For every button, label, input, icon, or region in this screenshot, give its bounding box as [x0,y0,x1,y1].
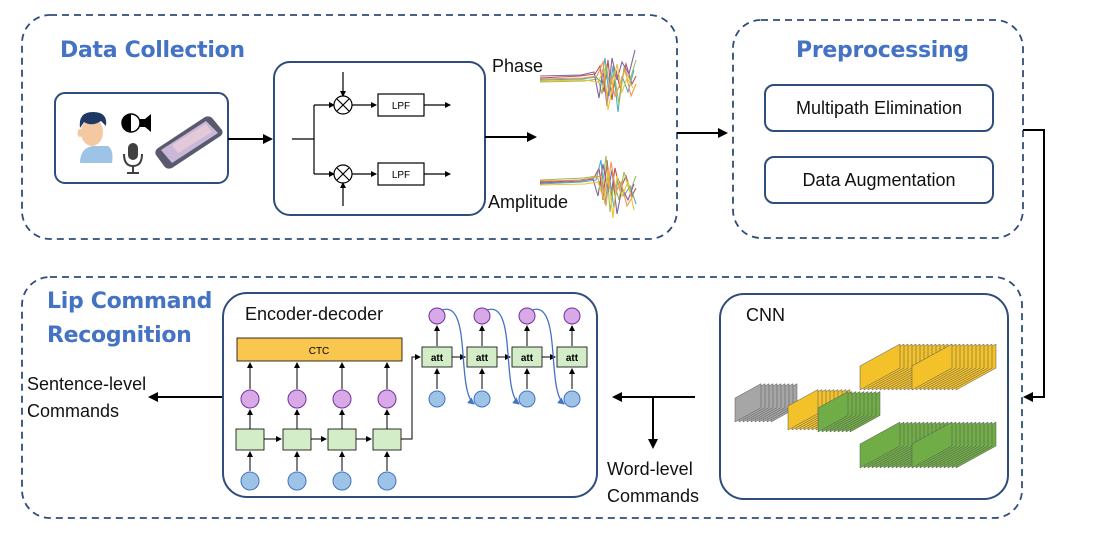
decoder-input-node [428,390,446,408]
decoder-feedback-curve [486,308,520,405]
encoder-cell [372,428,402,451]
lip-command-title-line1: Lip Command [47,289,213,314]
smartphone-icon [155,116,223,169]
data-collection-section [21,14,678,240]
preprocessing-section [732,19,1024,239]
speaker-icon [121,113,151,133]
att-label: att [476,353,489,364]
cnn-layers-graphic [734,343,997,469]
mixer-multiplier-bottom [333,164,353,184]
data-augmentation-step: Data Augmentation [764,156,994,204]
ctc-bar [236,337,403,362]
encoder-cell [327,428,357,451]
decoder-output-node [563,307,581,325]
lpf-box-bottom [377,162,425,186]
encoder-cell [235,428,265,451]
att-cell [556,346,588,368]
encoder-output-node [332,389,352,409]
phase-waveform [539,49,637,113]
decoder-feedback-curve [441,308,475,405]
word-level-label-line2: Commands [607,486,700,506]
microphone-icon [123,143,143,174]
preprocessing-title: Preprocessing [796,38,969,63]
encoder-input-node [240,471,260,491]
encoder-output-node [377,389,397,409]
cnn-yellow-layer-large-2 [911,343,997,391]
encoder-output-node [240,389,260,409]
decoder-output-node [518,307,536,325]
encoder-cell [282,428,312,451]
sentence-level-label-line1: Sentence-level [27,374,147,394]
encoder-network [235,354,421,491]
decoder-input-node [473,390,491,408]
ctc-label: CTC [309,346,330,357]
multipath-elimination-step: Multipath Elimination [764,84,994,132]
att-label: att [521,353,534,364]
encoder-input-node [332,471,352,491]
amplitude-waveform [539,155,637,219]
lpf-box-top [377,93,425,117]
lpf-label-bottom: LPF [392,170,410,181]
encoder-decoder-title: Encoder-decoder [245,304,384,324]
amplitude-label: Amplitude [488,192,569,212]
decoder-input-node [518,390,536,408]
cnn-title: CNN [746,305,785,325]
mixer-multiplier-top [333,95,353,115]
cnn-green-layer-large-2 [911,421,997,469]
encoder-output-node [287,389,307,409]
mixer-box [273,61,486,216]
cnn-green-layer-small [817,391,881,433]
lip-command-section [21,276,1023,519]
att-label: att [431,353,444,364]
encoder-input-node [377,471,397,491]
decoder-network: att att att att [421,307,588,408]
cnn-gray-layer [734,383,798,423]
lip-command-title-line2: Recognition [47,323,192,348]
att-label: att [566,353,579,364]
data-collection-title: Data Collection [60,38,245,63]
decoder-output-node [428,307,446,325]
decoder-output-node [473,307,491,325]
mixer-wiring [292,72,451,206]
decoder-input-node [563,390,581,408]
encoder-input-node [287,471,307,491]
decoder-feedback-curve [531,308,565,405]
phase-label: Phase [492,56,544,76]
person-icon [77,112,113,163]
word-level-label-line1: Word-level [607,459,693,479]
sentence-level-label-line2: Commands [27,401,120,421]
lpf-label-top: LPF [392,101,410,112]
